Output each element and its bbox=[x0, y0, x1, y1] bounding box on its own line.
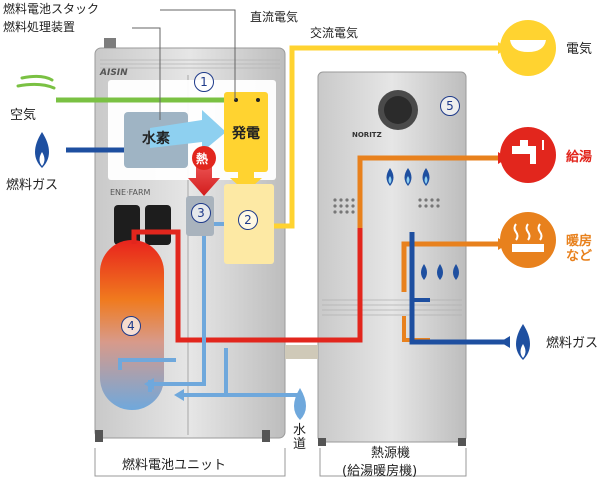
faucet-icon bbox=[500, 127, 556, 183]
number-4-badge: 4 bbox=[121, 316, 141, 336]
heat-badge bbox=[192, 146, 216, 170]
heat-source-unit bbox=[317, 71, 467, 446]
hot-water-label: 給湯 bbox=[566, 150, 593, 165]
number-3-badge: 3 bbox=[191, 203, 211, 223]
fc-unit-label: 燃料電池ユニット bbox=[122, 458, 227, 473]
light-icon bbox=[500, 20, 556, 76]
floor-heating-icon bbox=[500, 212, 556, 268]
ac-power-label: 交流電気 bbox=[310, 26, 359, 40]
fc-stack-box bbox=[224, 92, 268, 172]
gas-flame-icon bbox=[35, 132, 49, 168]
heat-source-label: 熱源機 bbox=[371, 446, 411, 461]
air-label: 空気 bbox=[10, 108, 37, 123]
heat-source-sublabel: (給湯暖房機) bbox=[342, 464, 418, 479]
connecting-pipe bbox=[285, 345, 318, 359]
hydrogen-arrow bbox=[150, 110, 226, 152]
heat-label: 熱 bbox=[196, 152, 209, 166]
fuel-gas-line-right bbox=[409, 232, 510, 348]
heat-arrow bbox=[188, 160, 220, 196]
leader-lines bbox=[132, 9, 236, 120]
number-1-badge: 1 bbox=[194, 72, 214, 92]
enefarm-logo: ENE·FARM bbox=[110, 188, 151, 197]
aisin-logo: AISIN bbox=[100, 68, 128, 78]
air-icon bbox=[16, 74, 56, 90]
fuel-processor-label: 燃料処理装置 bbox=[3, 20, 76, 34]
water-supply-label: 水 道 bbox=[293, 423, 307, 452]
dc-arrow bbox=[230, 168, 262, 192]
noritz-logo: NORITZ bbox=[352, 131, 382, 139]
water-supply-line bbox=[174, 348, 300, 401]
heating-label: 暖房 など bbox=[566, 234, 593, 264]
gas-flame-icon-right bbox=[516, 324, 530, 360]
fc-stack-label: 燃料電池スタック bbox=[3, 2, 100, 16]
ac-power-line bbox=[274, 45, 500, 229]
fuel-gas-label-right: 燃料ガス bbox=[546, 336, 599, 351]
hydrogen-label: 水素 bbox=[142, 131, 170, 147]
generation-label: 発電 bbox=[232, 126, 260, 142]
dc-power-label: 直流電気 bbox=[250, 10, 299, 24]
fuel-gas-label-left: 燃料ガス bbox=[6, 178, 59, 193]
number-5-badge: 5 bbox=[440, 96, 460, 116]
number-2-badge: 2 bbox=[238, 210, 258, 230]
electricity-label: 電気 bbox=[566, 42, 593, 57]
water-drop-icon bbox=[294, 388, 306, 420]
